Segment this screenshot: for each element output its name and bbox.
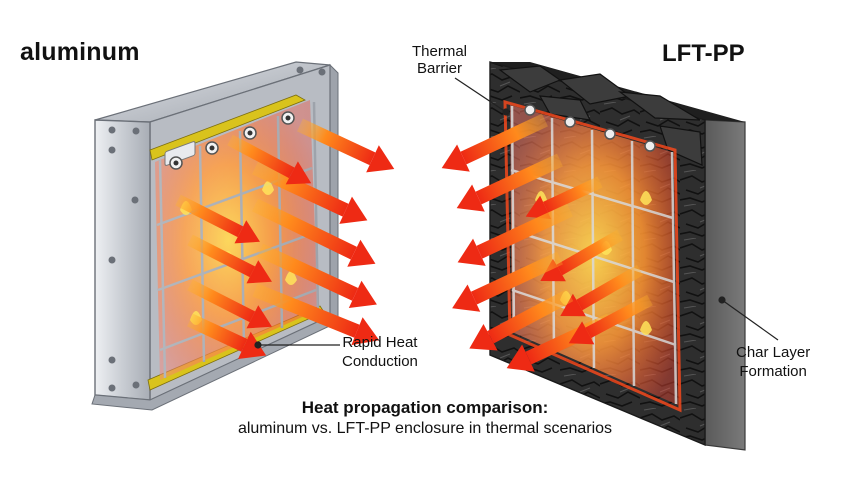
thermal-barrier-label-line1: Thermal (412, 43, 468, 60)
rapid-heat-dot (254, 341, 262, 349)
lftpp-cell-terminals (524, 104, 656, 152)
aluminum-screw-holes (108, 66, 326, 392)
lftpp-title: LFT-PP (662, 40, 745, 67)
caption-subtitle: aluminum vs. LFT-PP enclosure in thermal… (237, 420, 613, 437)
char-layer-label-line2: Formation (739, 363, 807, 380)
thermal-barrier-label-line2: Barrier (417, 60, 463, 77)
char-layer-leader (721, 299, 779, 341)
rapid-heat-label-line1: Rapid Heat (342, 334, 418, 351)
thermal-barrier-leader (454, 77, 507, 113)
caption-title: Heat propagation comparison: (301, 398, 549, 417)
aluminum-side-wall (94, 119, 151, 401)
thermal-barrier-label: Thermal Barrier (412, 43, 467, 77)
thermal-barrier-dot (502, 108, 510, 116)
lftpp-heat-arrows (441, 113, 653, 372)
rapid-heat-label-line2: Conduction (342, 353, 418, 370)
aluminum-cell-terminals (164, 111, 295, 170)
char-layer-label: Char Layer Formation (736, 343, 810, 381)
aluminum-heat-arrows (175, 118, 395, 359)
char-layer-label-line1: Char Layer (736, 344, 811, 361)
rapid-heat-label: Rapid Heat Conduction (342, 333, 418, 371)
aluminum-title: aluminum (20, 38, 140, 66)
aluminum-enclosure (91, 61, 339, 411)
char-layer-dot (718, 296, 726, 304)
callout-leaders (254, 77, 779, 349)
